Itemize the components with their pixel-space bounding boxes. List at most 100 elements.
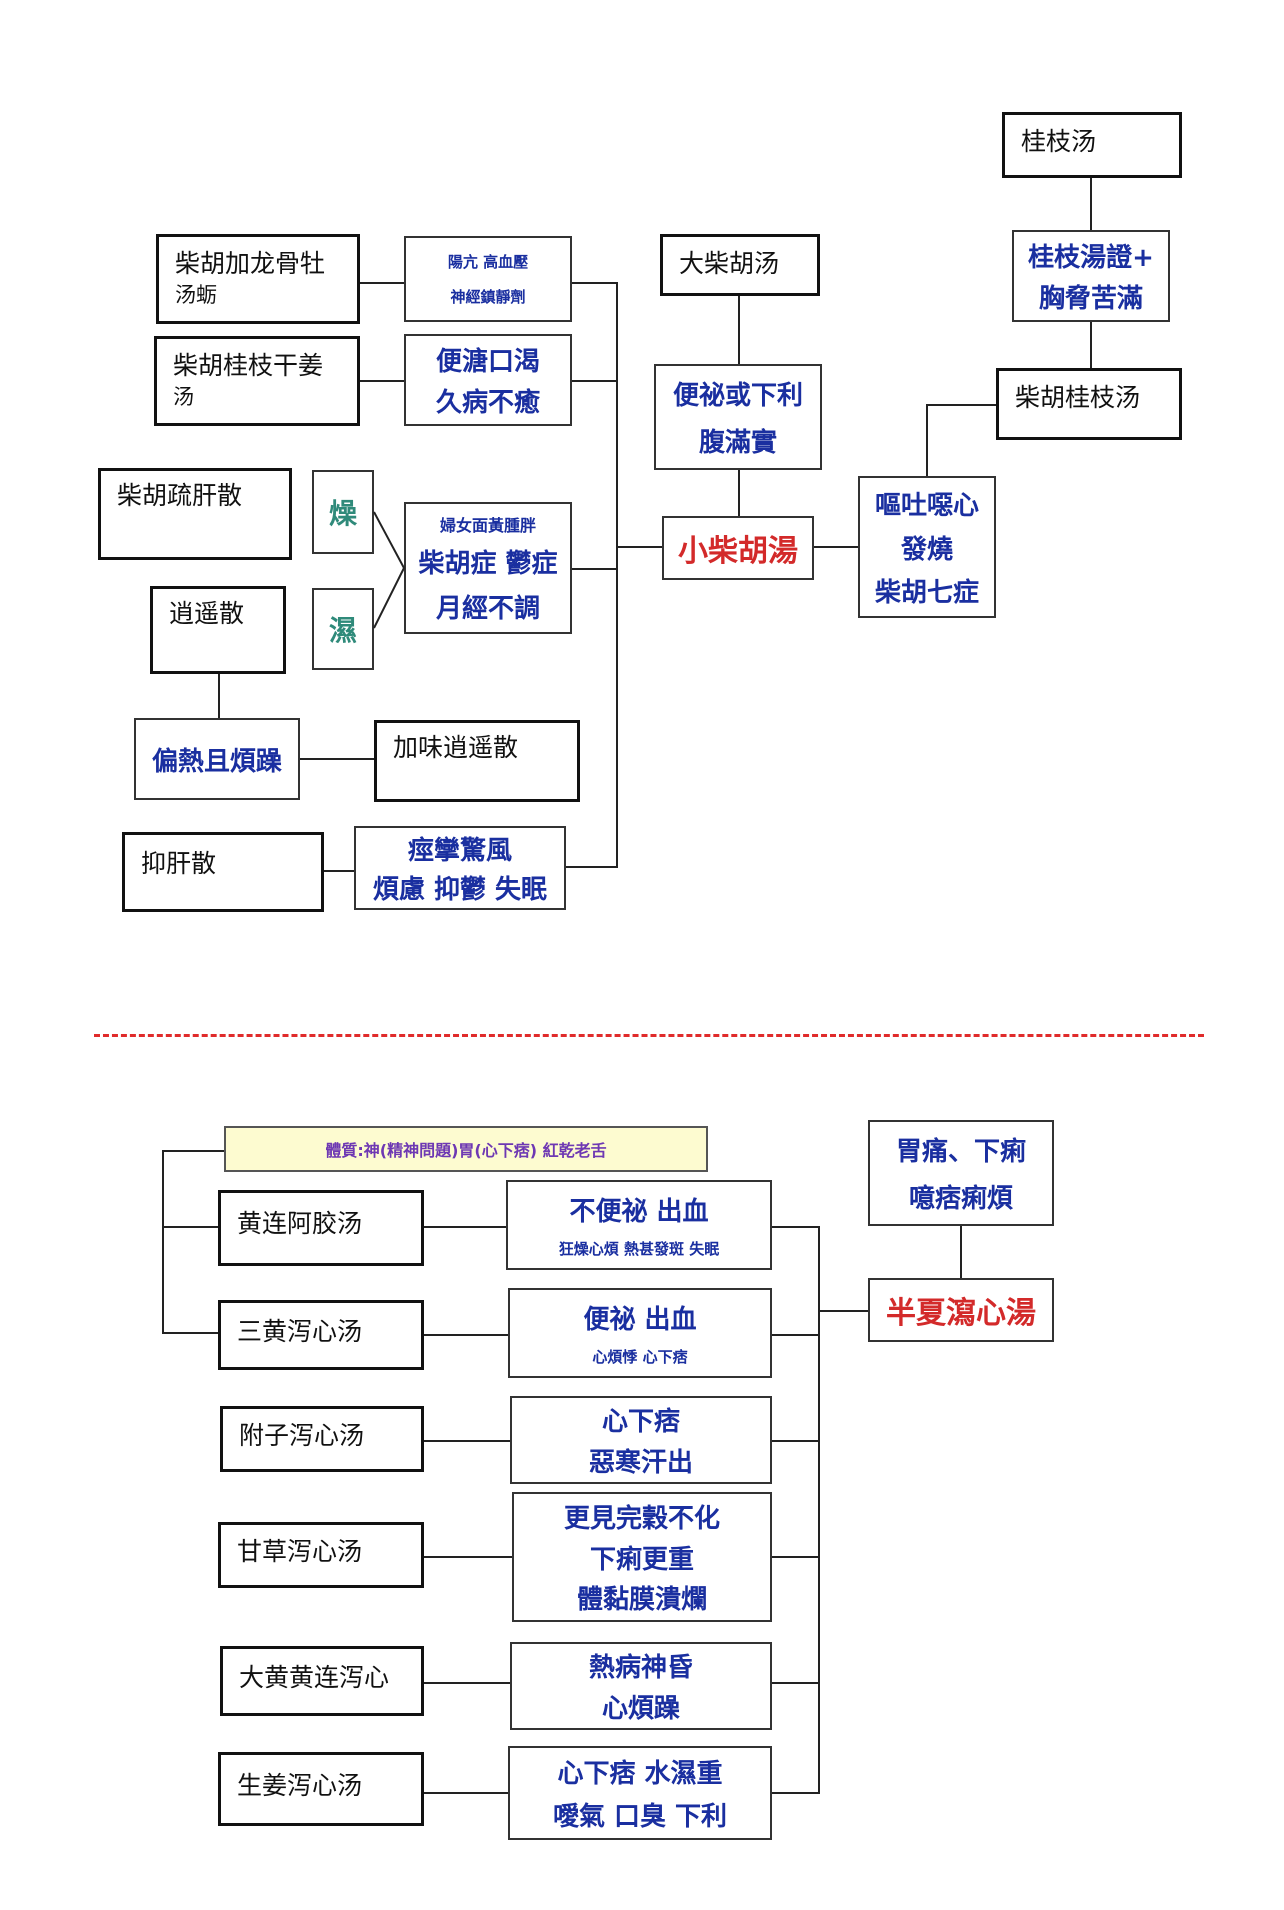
connector — [1090, 322, 1092, 368]
symptom-box-3-line-1: 心下痞 — [601, 1407, 680, 1438]
jia-wei-box: 加味逍遥散 — [374, 720, 580, 802]
connector — [926, 404, 996, 406]
fu-nv-symptom-line-1: 婦女面黃腫胖 — [439, 515, 536, 535]
gan-jiang-symptom-line-2: 久病不癒 — [435, 388, 540, 419]
gui-zhi-tang-label: 桂枝汤 — [1021, 127, 1097, 156]
formula-label-4: 甘草泻心汤 — [237, 1537, 363, 1566]
fork-line-lower — [373, 567, 405, 629]
connector — [772, 1440, 820, 1442]
connector — [772, 1226, 820, 1228]
wei-tong-line-1: 胃痛、下痢 — [895, 1137, 1026, 1168]
formula-label-2: 三黄泻心汤 — [237, 1317, 363, 1346]
xiao-yao-label: 逍遥散 — [169, 599, 245, 628]
bian-mi-line-2: 腹滿實 — [698, 427, 777, 458]
connector — [572, 568, 618, 570]
gan-jiang-symptom-box: 便溏口渴 久病不癒 — [404, 334, 572, 426]
connector — [616, 282, 618, 868]
symptom-box-2-main: 便祕 出血 — [583, 1305, 697, 1336]
long-gu-symptom-line-2: 神經鎮靜劑 — [450, 287, 526, 306]
constitution-banner: 體質:神(精神問題)胃(心下痞) 紅乾老舌 — [224, 1126, 708, 1172]
pian-re-label: 偏熱且煩躁 — [151, 746, 282, 777]
symptom-box-4-line-3: 體黏膜潰爛 — [576, 1585, 707, 1616]
connector — [324, 870, 354, 872]
connector — [424, 1556, 512, 1558]
connector — [424, 1792, 508, 1794]
ou-tu-box: 嘔吐噁心 發燒 柴胡七症 — [858, 476, 996, 618]
formula-label-6: 生姜泻心汤 — [237, 1771, 363, 1800]
connector — [300, 758, 374, 760]
yi-gan-symptom-line-2: 煩慮 抑鬱 失眠 — [372, 875, 548, 905]
bian-mi-box: 便祕或下利 腹滿實 — [654, 364, 822, 470]
symptom-box-6-line-2: 噯氣 口臭 下利 — [552, 1801, 728, 1832]
connector — [572, 282, 618, 284]
connector — [162, 1332, 218, 1334]
connector — [360, 380, 404, 382]
shu-gan-label: 柴胡疏肝散 — [117, 481, 243, 510]
connector — [814, 546, 858, 548]
connector — [960, 1226, 962, 1278]
fu-nv-symptom-line-2: 柴胡症 鬱症 — [418, 549, 558, 579]
gui-zhi-tang-box: 桂枝汤 — [1002, 112, 1182, 178]
connector — [360, 282, 404, 284]
xiao-chai-hu-tang-box: 小柴胡湯 — [662, 516, 814, 580]
connector — [424, 1226, 506, 1228]
formula-box-3: 附子泻心汤 — [220, 1406, 424, 1472]
pian-re-box: 偏熱且煩躁 — [134, 718, 300, 800]
symptom-box-1: 不便祕 出血 狂燥心煩 熱甚發斑 失眠 — [506, 1180, 772, 1270]
gui-zhi-zheng-line-2: 胸脅苦滿 — [1038, 284, 1143, 315]
connector — [162, 1150, 164, 1332]
ban-xia-box: 半夏瀉心湯 — [868, 1278, 1054, 1342]
chai-hu-gui-zhi-tang-label: 柴胡桂枝汤 — [1015, 383, 1141, 412]
symptom-box-4-line-2: 下痢更重 — [589, 1544, 694, 1575]
connector — [616, 546, 662, 548]
gan-jiang-symptom-line-1: 便溏口渴 — [435, 346, 540, 377]
connector — [772, 1682, 820, 1684]
bian-mi-line-1: 便祕或下利 — [672, 381, 803, 412]
yi-gan-symptom-line-1: 痙攣驚風 — [407, 836, 512, 866]
connector — [162, 1150, 224, 1152]
connector — [772, 1556, 820, 1558]
shi-label: 濕 — [328, 614, 357, 647]
ou-tu-line-2: 發燒 — [900, 534, 953, 565]
constitution-banner-label: 體質:神(精神問題)胃(心下痞) 紅乾老舌 — [325, 1141, 607, 1160]
gui-zhi-zheng-box: 桂枝湯證+ 胸脅苦滿 — [1012, 230, 1170, 322]
ban-xia-label: 半夏瀉心湯 — [886, 1296, 1036, 1331]
symptom-box-4-line-1: 更見完穀不化 — [563, 1503, 720, 1534]
long-gu-symptom-line-1: 陽亢 高血壓 — [447, 253, 529, 272]
zao-box: 燥 — [312, 470, 374, 554]
gui-zhi-zheng-line-1: 桂枝湯證+ — [1028, 242, 1154, 273]
symptom-box-6: 心下痞 水濕重 噯氣 口臭 下利 — [508, 1746, 772, 1840]
connector — [926, 404, 928, 476]
connector — [738, 296, 740, 364]
gan-jiang-box: 柴胡桂枝干姜 汤 — [154, 336, 360, 426]
connector — [218, 674, 220, 718]
symptom-box-5-line-1: 熱病神昏 — [588, 1653, 693, 1684]
symptom-box-6-line-1: 心下痞 水濕重 — [557, 1759, 723, 1790]
symptom-box-4: 更見完穀不化 下痢更重 體黏膜潰爛 — [512, 1492, 772, 1622]
forked-connector — [373, 511, 405, 629]
connector — [818, 1310, 868, 1312]
ou-tu-line-3: 柴胡七症 — [874, 578, 979, 609]
symptom-box-1-sub: 狂燥心煩 熱甚發斑 失眠 — [558, 1239, 720, 1258]
connector — [1090, 178, 1092, 230]
connector — [572, 380, 618, 382]
yi-gan-label: 抑肝散 — [141, 849, 217, 878]
symptom-box-3-line-2: 惡寒汗出 — [588, 1447, 693, 1478]
yi-gan-symptom-box: 痙攣驚風 煩慮 抑鬱 失眠 — [354, 826, 566, 910]
connector — [818, 1226, 820, 1792]
section-divider — [94, 1034, 1204, 1037]
formula-label-3: 附子泻心汤 — [239, 1421, 365, 1450]
da-chai-hu-tang-label: 大柴胡汤 — [679, 249, 780, 278]
connector — [424, 1682, 510, 1684]
wei-tong-box: 胃痛、下痢 噫痞痢煩 — [868, 1120, 1054, 1226]
symptom-box-1-main: 不便祕 出血 — [569, 1197, 709, 1228]
da-chai-hu-tang-box: 大柴胡汤 — [660, 234, 820, 296]
symptom-box-5-line-2: 心煩躁 — [601, 1693, 680, 1724]
long-gu-box: 柴胡加龙骨牡 汤蛎 — [156, 234, 360, 324]
connector — [162, 1226, 218, 1228]
symptom-box-2: 便祕 出血 心煩悸 心下痞 — [508, 1288, 772, 1378]
formula-label-1: 黄连阿胶汤 — [237, 1209, 363, 1238]
wei-tong-line-2: 噫痞痢煩 — [908, 1183, 1013, 1214]
formula-box-5: 大黄黄连泻心 — [220, 1646, 424, 1716]
symptom-box-3: 心下痞 惡寒汗出 — [510, 1396, 772, 1484]
